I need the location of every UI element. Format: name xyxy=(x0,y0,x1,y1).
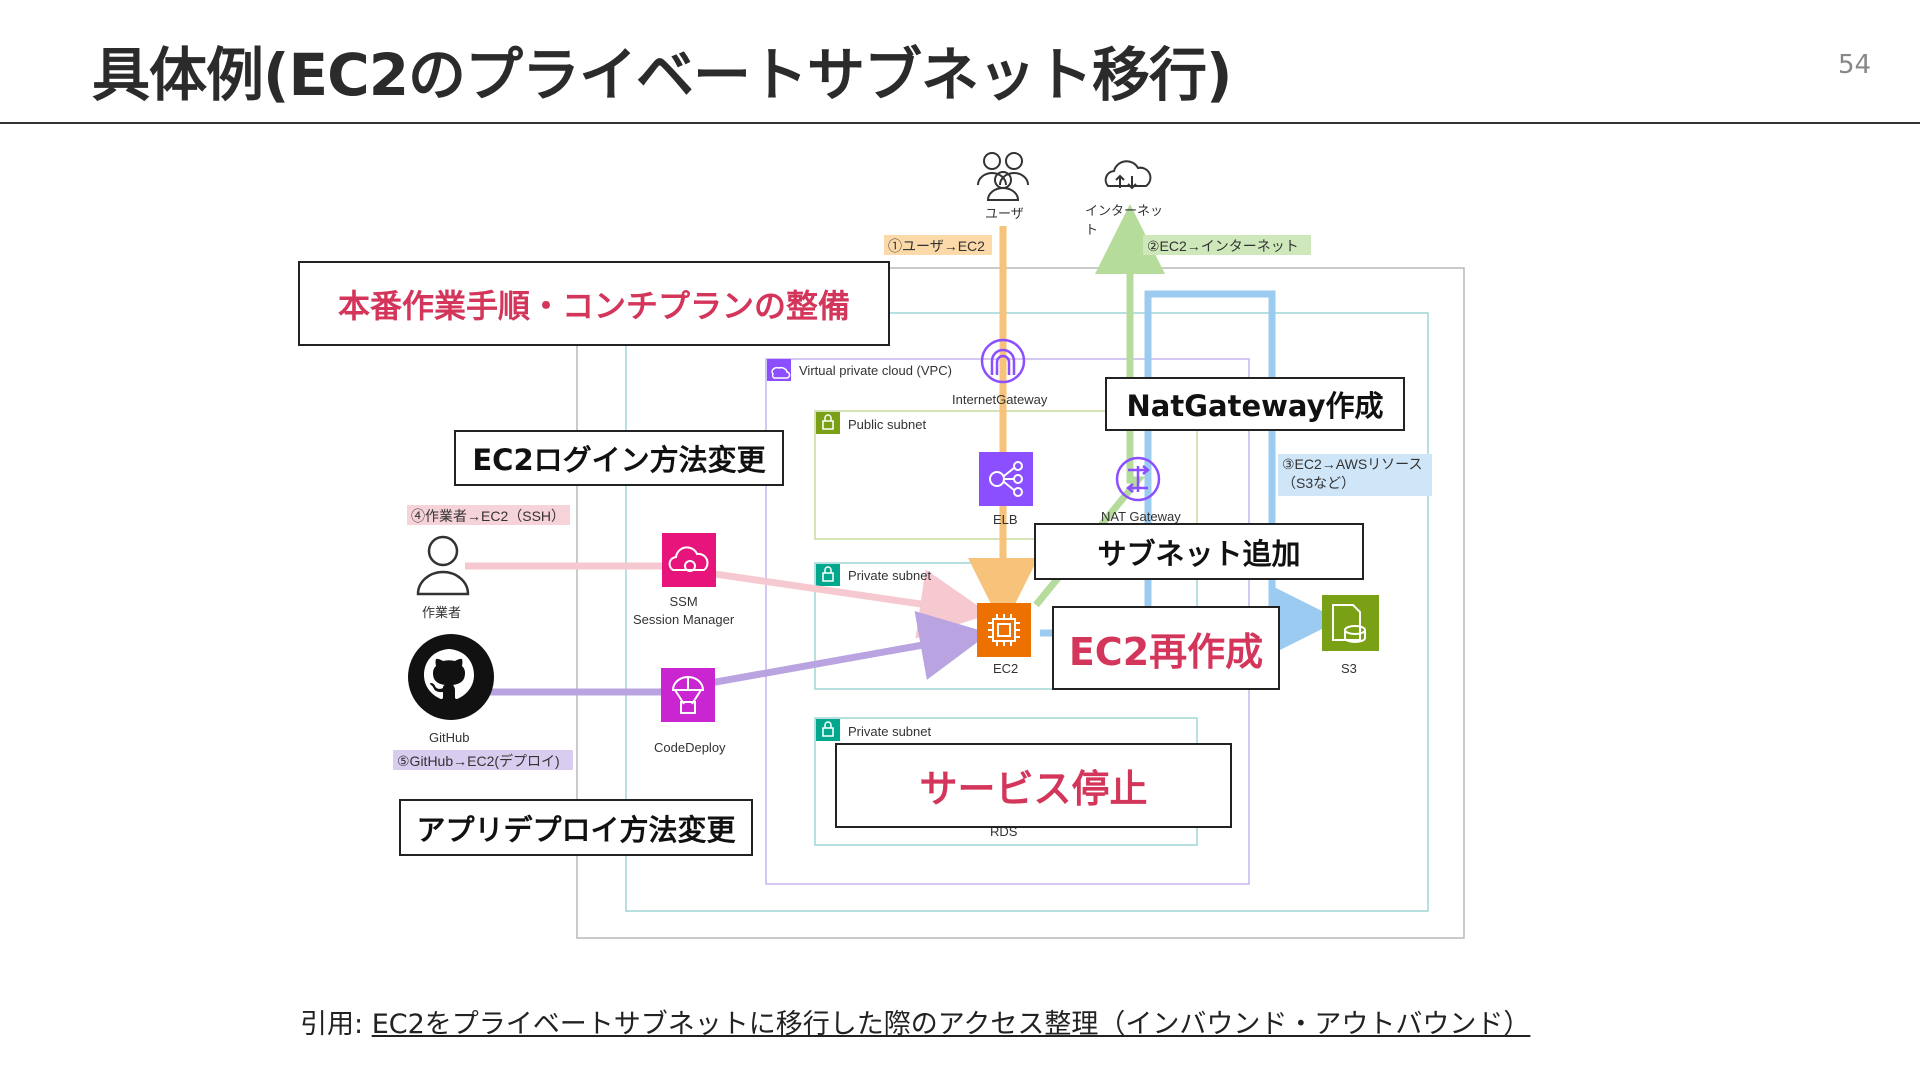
internet-gateway-icon xyxy=(980,338,1026,384)
vpc-label: Virtual private cloud (VPC) xyxy=(799,363,952,378)
flow-ec2-to-internet-label: ②EC2→インターネット xyxy=(1147,238,1299,254)
aws-cloud-border xyxy=(576,267,1465,939)
page-number: 54 xyxy=(1838,50,1872,80)
ec2-icon xyxy=(977,603,1031,657)
citation-prefix: 引用: xyxy=(300,1009,372,1040)
flow-ec2-to-aws-label: ③EC2→AWSリソース （S3など） xyxy=(1282,456,1423,491)
flow-ec2-to-internet-chip xyxy=(1143,235,1311,255)
callout-ec2-login: EC2ログイン方法変更 xyxy=(454,430,784,486)
nat-gateway-icon xyxy=(1115,456,1161,502)
flow-operator-to-ec2-label: ④作業者→EC2（SSH） xyxy=(411,508,566,524)
github-label: GitHub xyxy=(429,730,470,745)
slide-title: 具体例(EC2のプライベートサブネット移行) xyxy=(92,41,1233,109)
callout-service-stop: サービス停止 xyxy=(835,743,1232,828)
callout-procedure: 本番作業手順・コンチプランの整備 xyxy=(298,261,890,346)
flow-ec2-to-aws-chip xyxy=(1278,454,1432,496)
flow-github-to-ec2-label: ⑤GitHub→EC2(デプロイ) xyxy=(397,753,560,769)
github-logo-icon xyxy=(408,634,494,720)
callout-natgateway: NatGateway作成 xyxy=(1105,377,1405,431)
user-group-icon xyxy=(977,152,1029,201)
nat-gateway-label: NAT Gateway xyxy=(1101,509,1181,524)
flow-github-to-ec2-chip xyxy=(393,750,573,770)
flow-operator-to-ec2-chip xyxy=(407,505,570,525)
internet-cloud-icon xyxy=(1104,160,1152,190)
private-subnet-2-lock-icon xyxy=(816,719,840,741)
user-label: ユーザ xyxy=(985,206,1024,221)
operator-label: 作業者 xyxy=(422,605,462,620)
internet-gateway-label: InternetGateway xyxy=(952,392,1048,407)
callout-ec2-recreate: EC2再作成 xyxy=(1052,606,1280,690)
private-subnet-2-label: Private subnet xyxy=(848,724,932,739)
flow-ec2-to-s3-line xyxy=(1040,290,1340,655)
citation: 引用: EC2をプライベートサブネットに移行した際のアクセス整理（インバウンド・… xyxy=(300,1002,1530,1041)
elb-label: ELB xyxy=(993,512,1018,527)
private-subnet-1-label: Private subnet xyxy=(848,568,932,583)
citation-link[interactable]: EC2をプライベートサブネットに移行した際のアクセス整理（インバウンド・アウトバ… xyxy=(371,1009,1531,1040)
region-border xyxy=(625,312,1429,912)
ssm-label: SSM Session Manager xyxy=(633,594,735,627)
callout-app-deploy: アプリデプロイ方法変更 xyxy=(399,799,753,856)
public-subnet-label: Public subnet xyxy=(848,417,927,432)
operator-person-icon xyxy=(416,535,470,596)
codedeploy-label: CodeDeploy xyxy=(654,740,726,755)
header-divider xyxy=(0,122,1920,124)
flow-operator-to-ec2-line xyxy=(465,562,990,639)
flow-user-to-ec2-label: ①ユーザ→EC2 xyxy=(888,238,985,254)
public-subnet-lock-icon xyxy=(816,412,840,434)
s3-label: S3 xyxy=(1341,661,1357,676)
flow-user-to-ec2-chip xyxy=(884,235,992,255)
private-subnet-1-lock-icon xyxy=(816,564,840,586)
flow-github-to-ec2-line xyxy=(490,610,990,696)
callout-subnet-add: サブネット追加 xyxy=(1034,523,1364,580)
ec2-label: EC2 xyxy=(993,661,1019,676)
internet-label: インターネッ ト xyxy=(1085,203,1164,237)
